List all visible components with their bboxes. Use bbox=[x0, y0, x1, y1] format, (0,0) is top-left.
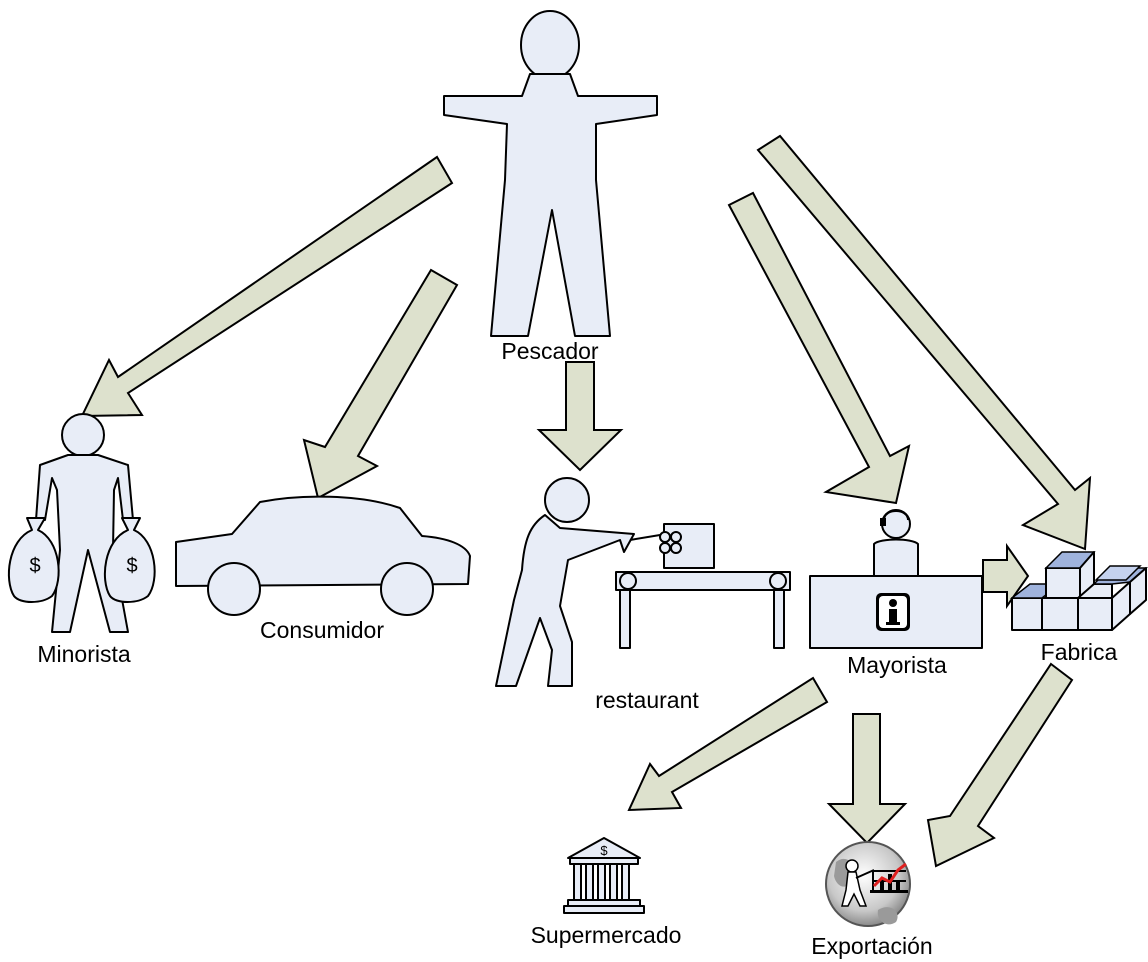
arrow-pescador-to-fabrica bbox=[756, 134, 1092, 551]
pescador-person-icon bbox=[443, 10, 658, 337]
consumidor-car-icon bbox=[175, 495, 471, 616]
arrow-pescador-to-consumidor bbox=[302, 268, 459, 500]
bank-symbol: $ bbox=[600, 843, 608, 858]
label-minorista: Minorista bbox=[37, 641, 131, 667]
arrow-pescador-to-restaurant bbox=[536, 361, 624, 472]
label-restaurant: restaurant bbox=[595, 687, 699, 713]
label-fabrica: Fabrica bbox=[1041, 639, 1118, 665]
supermercado-bank-icon: $ bbox=[563, 837, 645, 914]
label-exportacion: Exportación bbox=[811, 933, 932, 959]
fabrica-boxes-icon bbox=[1009, 551, 1148, 631]
money-bag-left-symbol: $ bbox=[29, 555, 40, 577]
mayorista-info-desk-icon bbox=[809, 509, 983, 649]
arrow-pescador-to-mayorista bbox=[727, 191, 911, 505]
label-mayorista: Mayorista bbox=[847, 652, 947, 678]
money-bag-right-symbol: $ bbox=[126, 555, 137, 577]
minorista-person-icon: $ $ bbox=[7, 413, 156, 633]
arrow-fabrica-to-exportacion bbox=[926, 662, 1074, 868]
label-consumidor: Consumidor bbox=[260, 617, 384, 643]
arrow-mayorista-to-exportacion bbox=[826, 713, 908, 845]
label-supermercado: Supermercado bbox=[531, 922, 682, 948]
exportacion-globe-chart-icon bbox=[825, 841, 911, 927]
arrow-mayorista-to-fabrica bbox=[982, 542, 1030, 610]
money-bag-icon-left: $ bbox=[7, 517, 60, 603]
restaurant-worker-icon bbox=[495, 477, 791, 687]
arrow-pescador-to-minorista bbox=[80, 155, 454, 418]
arrow-mayorista-to-supermercado bbox=[627, 676, 829, 812]
money-bag-icon-right: $ bbox=[103, 517, 156, 603]
label-pescador: Pescador bbox=[501, 338, 599, 364]
